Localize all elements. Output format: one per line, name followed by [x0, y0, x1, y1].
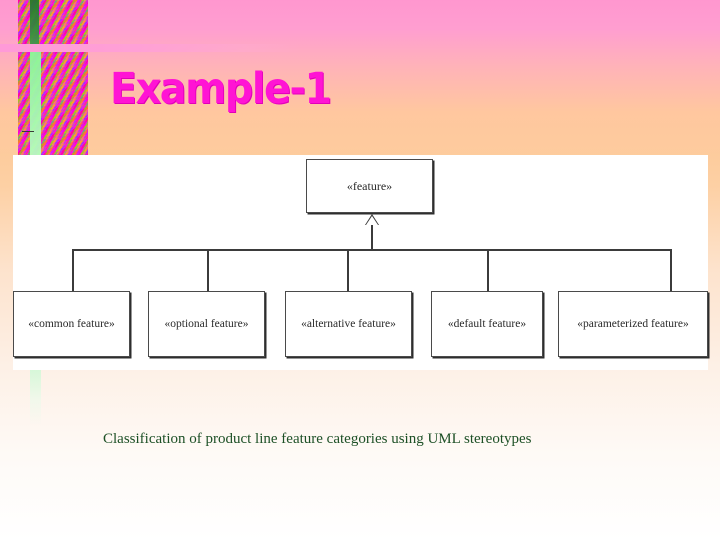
uml-class-feature[interactable]: «feature»: [306, 159, 433, 213]
drop-line-3: [347, 249, 349, 292]
generalization-triangle-fill-icon: [366, 216, 378, 225]
uml-class-alternative-feature[interactable]: «alternative feature»: [285, 291, 412, 357]
diagram-canvas: «feature» «common feature» «optional fea…: [13, 155, 708, 370]
uml-class-optional-feature-label: «optional feature»: [164, 317, 249, 330]
decorative-green-stripe-upper: [30, 0, 39, 45]
uml-class-optional-feature[interactable]: «optional feature»: [148, 291, 265, 357]
drop-line-5: [670, 249, 672, 292]
uml-class-default-feature[interactable]: «default feature»: [431, 291, 543, 357]
decorative-accent-bar: [0, 44, 300, 52]
uml-class-common-feature-label: «common feature»: [28, 317, 115, 330]
uml-class-alternative-feature-label: «alternative feature»: [301, 317, 396, 330]
decorative-green-stripe-tail: [30, 360, 41, 425]
decorative-tick-mark: [22, 131, 34, 132]
drop-line-2: [207, 249, 209, 292]
uml-class-parameterized-feature-label: «parameterized feature»: [577, 317, 689, 330]
diagram-caption: Classification of product line feature c…: [103, 431, 532, 447]
generalization-stem: [371, 225, 373, 251]
generalization-bus-line: [72, 249, 672, 251]
decorative-green-stripe-lower: [30, 52, 41, 156]
drop-line-1: [72, 249, 74, 292]
uml-class-feature-label: «feature»: [346, 178, 393, 193]
uml-class-parameterized-feature[interactable]: «parameterized feature»: [558, 291, 708, 357]
uml-class-common-feature[interactable]: «common feature»: [13, 291, 130, 357]
decorative-texture-strip: [18, 0, 88, 156]
slide-title: Example-1: [110, 64, 332, 114]
drop-line-4: [487, 249, 489, 292]
slide-background-gradient-top: [0, 0, 720, 160]
uml-class-default-feature-label: «default feature»: [447, 317, 527, 330]
